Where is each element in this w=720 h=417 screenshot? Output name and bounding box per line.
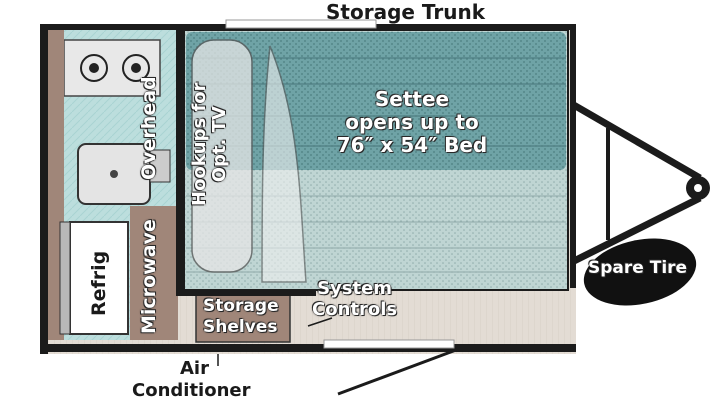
hookups-label-line-2: Opt. TV (209, 106, 230, 183)
air-conditioner-label-line-1: Air (180, 358, 209, 379)
system-controls-label-line-2: Controls (312, 299, 398, 320)
refrig-label: Refrig (88, 250, 110, 316)
storage-shelves-label-line-1: Storage (203, 296, 279, 316)
settee-label-line-1: Settee (374, 87, 450, 111)
system-controls-label: System Controls (312, 278, 397, 320)
settee (183, 29, 569, 291)
hookups-label-line-1: Hookups for (189, 82, 210, 206)
galley (48, 30, 178, 340)
door-swing (337, 348, 457, 396)
settee-label-line-2: opens up to (345, 110, 479, 134)
hookups-label: Hookups for Opt. TV (189, 82, 230, 206)
air-conditioner-label-line-2: Conditioner (132, 380, 251, 401)
walls (40, 19, 576, 354)
system-controls-leader (307, 317, 333, 327)
settee-label-line-3: 76″ x 54″ Bed (336, 133, 488, 157)
storage-shelves-label: Storage Shelves (203, 296, 279, 338)
overhead-label: Overhead (138, 76, 160, 180)
air-conditioner-label: Air Conditioner (132, 358, 251, 402)
microwave-label: Microwave (138, 219, 160, 334)
storage-shelves-label-line-2: Shelves (203, 317, 278, 337)
storage-shelves (195, 291, 291, 343)
spare-tire-label: Spare Tire (588, 258, 688, 278)
system-controls-label-line-1: System (317, 278, 393, 299)
trailer-tongue (570, 100, 710, 266)
settee-label: Settee opens up to 76″ x 54″ Bed (322, 88, 502, 157)
storage-trunk-label: Storage Trunk (326, 0, 485, 24)
spare-tire-shape (583, 238, 697, 306)
